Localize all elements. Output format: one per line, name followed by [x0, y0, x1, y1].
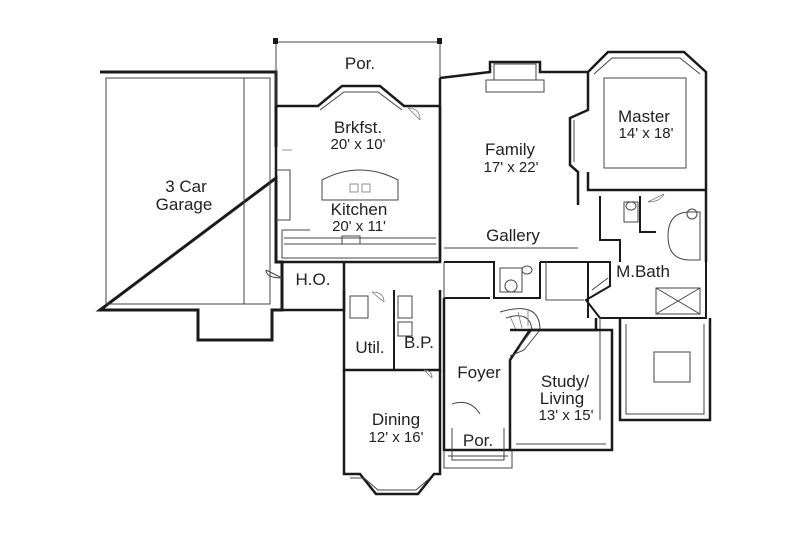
- family-label: Family: [485, 140, 536, 159]
- study-label-line1: Study/: [541, 372, 589, 391]
- family-walls: [438, 60, 590, 262]
- rear-right-patio: [599, 318, 712, 422]
- garage-label-line2: Garage: [156, 195, 213, 214]
- study-walls: [510, 328, 614, 452]
- breakfast-dims: 20' x 10': [331, 136, 386, 153]
- gallery-walls: [443, 261, 589, 318]
- foyer-label: Foyer: [457, 363, 501, 382]
- home-office-walls: [265, 262, 346, 312]
- front-porch: [443, 450, 513, 469]
- master-walls: [586, 50, 708, 262]
- gallery-label: Gallery: [486, 226, 540, 245]
- family-dims: 17' x 22': [484, 159, 539, 176]
- dining-label: Dining: [372, 410, 420, 429]
- kitchen-walls: [274, 84, 442, 264]
- master-bath-walls: [584, 193, 707, 319]
- dining-dims: 12' x 16': [369, 429, 424, 446]
- porch-rear-label: Por.: [345, 54, 375, 73]
- master-label: Master: [618, 107, 670, 126]
- study-label-line2: Living: [540, 389, 584, 408]
- study-dims: 13' x 15': [539, 407, 594, 424]
- porch-front-label: Por.: [463, 431, 493, 450]
- master-dims: 14' x 18': [619, 125, 674, 142]
- breakfast-label: Brkfst.: [334, 118, 382, 137]
- butler-pantry-label: B.P.: [404, 333, 434, 352]
- rear-porch: [273, 38, 442, 106]
- utility-walls: [342, 290, 442, 379]
- garage-label-line1: 3 Car: [165, 177, 207, 196]
- kitchen-dims: 20' x 11': [332, 218, 386, 235]
- utility-label: Util.: [355, 338, 384, 357]
- home-office-label: H.O.: [296, 270, 331, 289]
- master-bath-label: M.Bath: [616, 262, 670, 281]
- dining-walls: [342, 370, 442, 496]
- kitchen-label: Kitchen: [331, 200, 388, 219]
